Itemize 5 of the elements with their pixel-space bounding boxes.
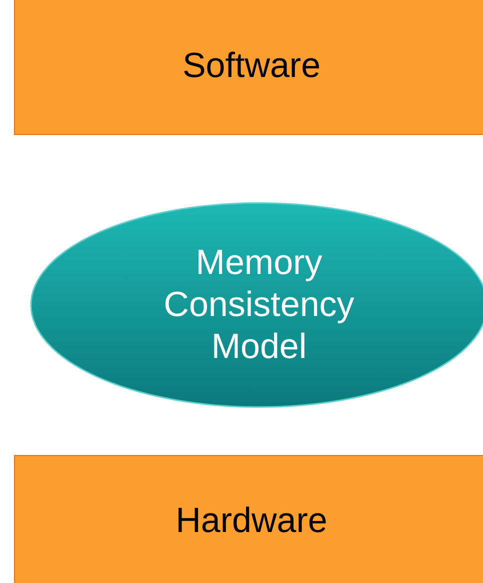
node-label: Memory Consistency Model: [162, 242, 356, 368]
layer-box: [14, 455, 483, 583]
layer-box: [14, 0, 483, 135]
node-label: Hardware: [176, 500, 328, 542]
node-label: Software: [182, 44, 321, 86]
